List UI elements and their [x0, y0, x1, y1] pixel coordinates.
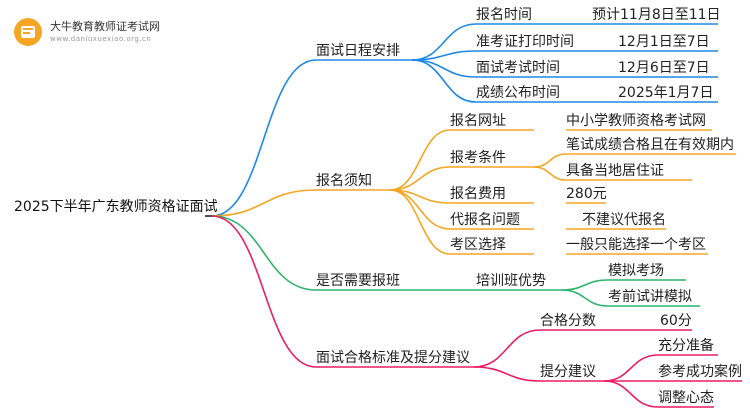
root-topic: 2025下半年广东教师资格证面试 — [14, 199, 218, 215]
value-pass-score: 60分 — [660, 313, 692, 329]
value-requirement-1: 笔试成绩合格且在有效期内 — [566, 137, 734, 153]
value-requirement-2: 具备当地居住证 — [566, 163, 664, 179]
connector-33 — [533, 166, 567, 181]
branch-standards: 面试合格标准及提分建议 — [316, 350, 470, 366]
branch-schedule: 面试日程安排 — [316, 43, 400, 59]
connector-1 — [211, 59, 317, 217]
connector-54 — [603, 380, 659, 408]
connector-20 — [389, 166, 451, 191]
node-exam-time: 面试考试时间 — [476, 60, 560, 76]
node-requirements: 报考条件 — [450, 150, 506, 166]
node-ticket-time: 准考证打印时间 — [476, 34, 574, 50]
logo-url: www.daniuxuexiao.org.cn — [50, 35, 152, 43]
node-score-time: 成绩公布时间 — [476, 85, 560, 101]
node-fee: 报名费用 — [450, 186, 506, 202]
connector-48 — [473, 366, 541, 382]
node-improve-tips: 提分建议 — [540, 364, 596, 380]
connector-50 — [603, 354, 659, 382]
node-training-advantage: 培训班优势 — [476, 273, 546, 289]
connector-31 — [533, 153, 567, 168]
book-icon — [14, 18, 42, 46]
value-tip-cases: 参考成功案例 — [658, 364, 742, 380]
value-tip-prepare: 充分准备 — [658, 338, 714, 354]
value-mock-lecture: 考前试讲模拟 — [608, 289, 692, 305]
connector-9 — [411, 59, 477, 78]
value-mock-exam: 模拟考场 — [608, 263, 664, 279]
node-signup-time: 报名时间 — [476, 7, 532, 23]
connector-15 — [211, 189, 317, 217]
value-proxy: 不建议代报名 — [582, 212, 666, 228]
node-region: 考区选择 — [450, 237, 506, 253]
value-website: 中小学教师资格考试网 — [566, 113, 706, 129]
logo-title: 大牛教育教师证考试网 — [50, 20, 160, 33]
connector-45 — [473, 329, 541, 368]
value-score-time: 2025年1月7日 — [618, 85, 714, 101]
node-pass-score: 合格分数 — [540, 313, 596, 329]
value-exam-time: 12月6日至7日 — [618, 60, 710, 76]
connector-28 — [389, 189, 451, 255]
branch-notice: 报名须知 — [316, 173, 372, 189]
branch-training: 是否需要报班 — [316, 273, 400, 289]
connector-39 — [561, 279, 609, 291]
connector-43 — [211, 215, 317, 368]
node-proxy: 代报名问题 — [450, 212, 520, 228]
connector-12 — [411, 59, 477, 103]
node-website: 报名网址 — [450, 113, 506, 129]
site-logo: 大牛教育教师证考试网 www.daniuxuexiao.org.cn — [14, 18, 160, 46]
value-region: 一般只能选择一个考区 — [566, 237, 706, 253]
connector-35 — [211, 215, 317, 291]
value-signup-time: 预计11月8日至11日 — [592, 7, 721, 23]
connector-41 — [561, 289, 609, 307]
connector-3 — [411, 23, 477, 61]
value-fee: 280元 — [566, 186, 607, 202]
connector-17 — [389, 129, 451, 191]
value-tip-mindset: 调整心态 — [658, 390, 714, 406]
value-ticket-time: 12月1日至7日 — [618, 34, 710, 50]
